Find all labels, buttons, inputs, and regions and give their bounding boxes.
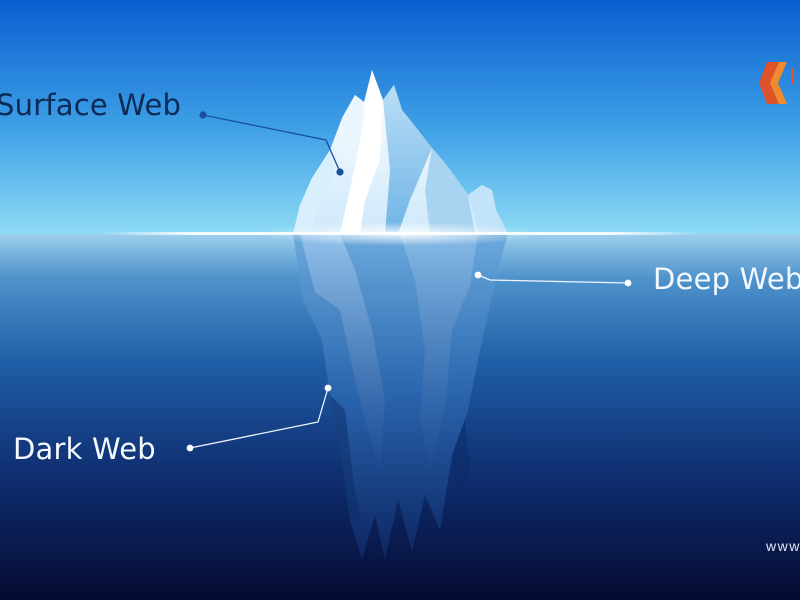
surface-web-pointer [199, 111, 344, 176]
iceberg-above-water [293, 70, 508, 234]
chevron-logo-icon [759, 62, 794, 104]
deep-web-label: Deep Web [653, 262, 800, 296]
dark-web-pointer [186, 384, 332, 452]
dark-web-label: Dark Web [13, 432, 156, 466]
surface-web-label: Surface Web [0, 88, 182, 122]
horizon-line [100, 232, 700, 235]
website-url: www [766, 538, 800, 554]
iceberg-underwater [293, 234, 508, 560]
deep-web-pointer [474, 271, 632, 287]
